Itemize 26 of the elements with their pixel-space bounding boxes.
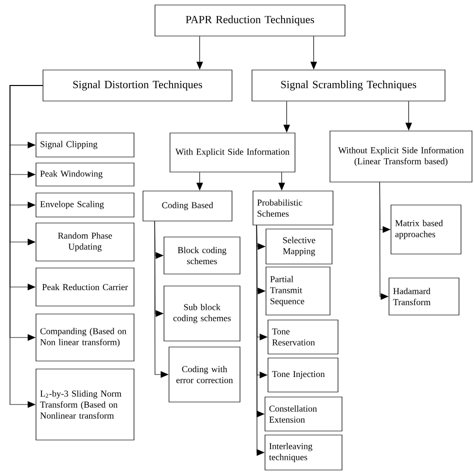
root-box: PAPR Reduction Techniques bbox=[154, 4, 346, 36]
technique-box: Partial Transmit Sequence bbox=[266, 266, 330, 316]
technique-box: Sub block coding schemes bbox=[164, 286, 240, 342]
technique-box: Peak Windowing bbox=[36, 162, 134, 186]
technique-box: Block coding schemes bbox=[164, 236, 240, 274]
technique-box: Selective Mapping bbox=[266, 228, 332, 264]
category-box: Probabilistic Schemes bbox=[252, 190, 334, 226]
technique-box: Coding with error correction bbox=[168, 346, 240, 402]
category-box: Signal Scrambling Techniques bbox=[252, 70, 446, 102]
category-box: With Explicit Side Information bbox=[170, 132, 296, 172]
arrow bbox=[10, 85, 43, 408]
category-box: Coding Based bbox=[142, 190, 232, 222]
technique-box: Envelope Scaling bbox=[36, 192, 134, 218]
category-box: Signal Distortion Techniques bbox=[42, 70, 232, 102]
technique-box: Companding (Based on Non linear transform) bbox=[36, 314, 134, 362]
technique-box: Random Phase Updating bbox=[36, 222, 134, 262]
technique-box: Signal Clipping bbox=[36, 132, 134, 158]
technique-box: Peak Reduction Carrier bbox=[36, 268, 134, 306]
technique-box: Tone Reservation bbox=[268, 320, 338, 354]
technique-box: Interleaving techniques bbox=[264, 434, 342, 470]
technique-box: Tone Injection bbox=[268, 358, 338, 392]
category-box: Without Explicit Side Information (Linear Transform based) bbox=[330, 130, 472, 182]
technique-box: Constellation Extension bbox=[264, 396, 342, 432]
technique-box: L$_{2}$-by-3 Sliding Norm Transform (Based on Nonlinear transform bbox=[36, 368, 134, 440]
technique-box: Hadamard Transform bbox=[388, 278, 460, 316]
technique-box: Matrix based approaches bbox=[390, 204, 462, 254]
